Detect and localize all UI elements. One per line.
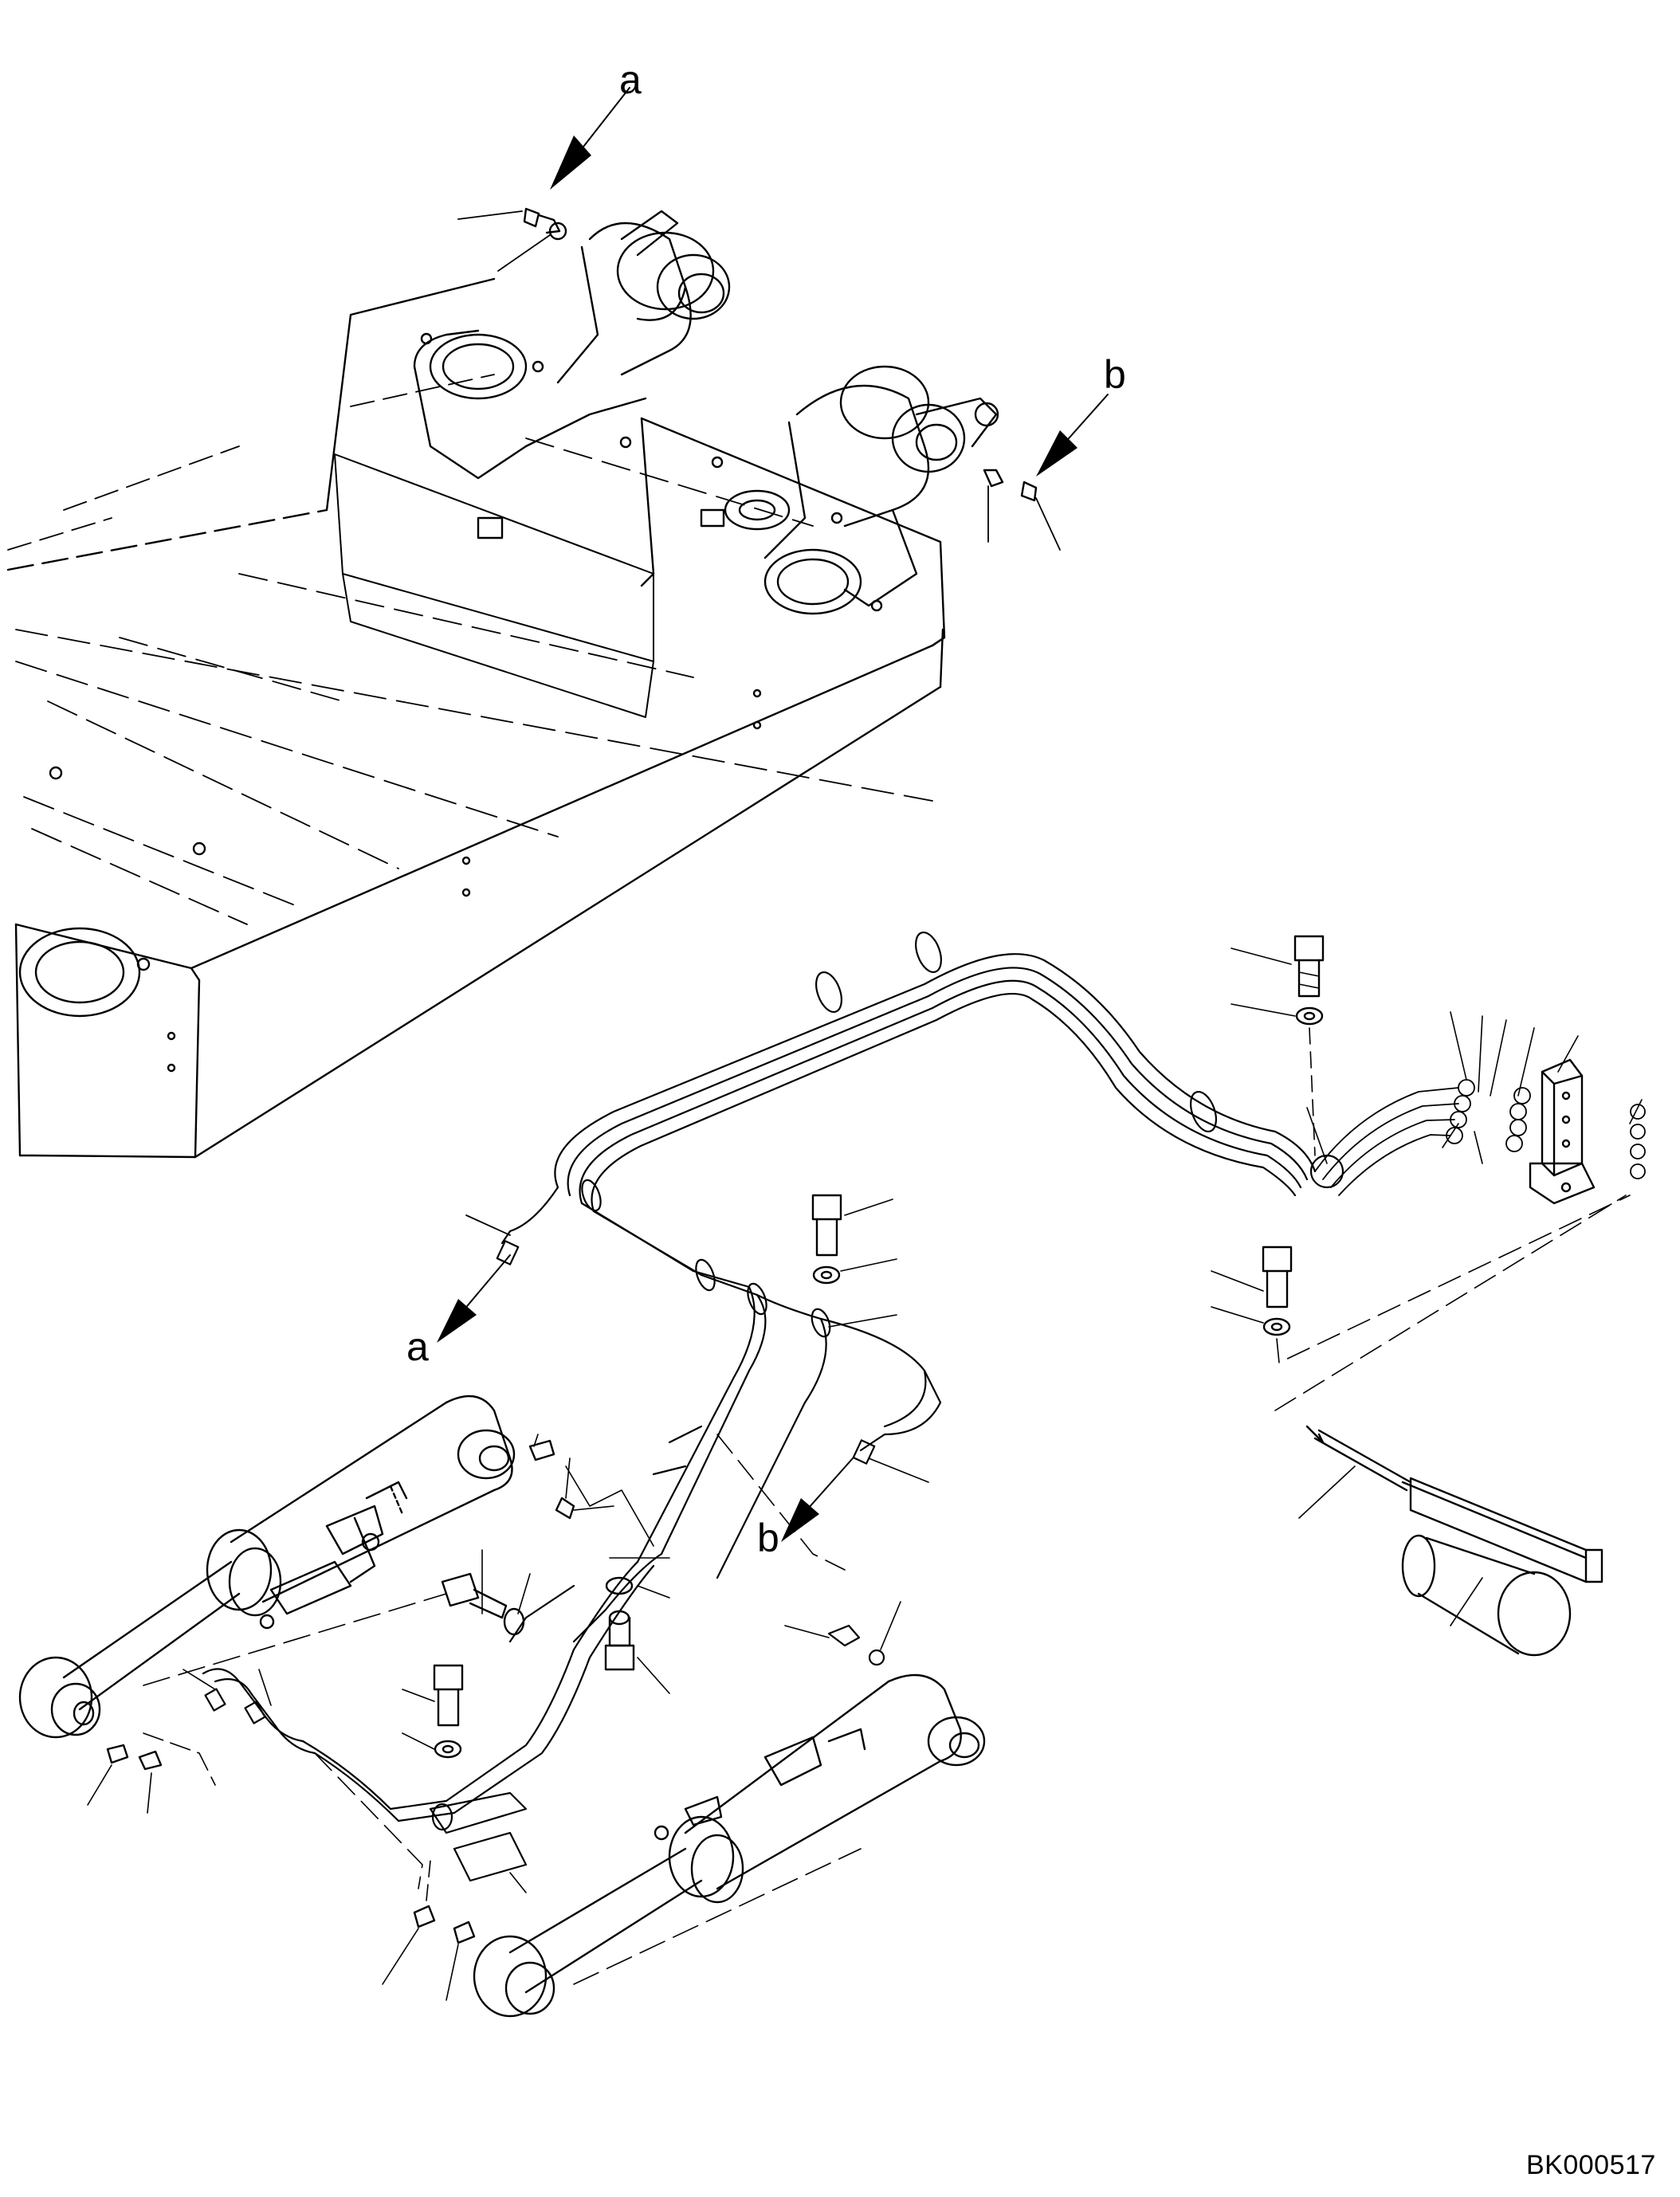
- bolt-washer-bottom-center: [402, 1557, 670, 1759]
- connector-label-a-top: a: [619, 57, 642, 102]
- grease-fitting-right-cylinder: [382, 1860, 476, 2001]
- grease-block: [1306, 1011, 1646, 1205]
- connector-label-b-bottom: b: [757, 1516, 779, 1560]
- grease-fitting-left-cylinder: [87, 1732, 216, 1814]
- cylinder-left: [18, 1395, 654, 1739]
- right-hose-pair: [652, 1369, 942, 1666]
- drawing-code: BK000517: [1526, 2150, 1656, 2180]
- cylinder-right: [473, 1673, 986, 2018]
- arrow-a-bottom: [437, 1254, 511, 1343]
- bolt-washer-center: [811, 1194, 897, 1328]
- bolt-washer-right-lower: [1211, 1195, 1631, 1363]
- arrow-b-top: [1036, 394, 1109, 477]
- grease-gun: [1274, 1195, 1627, 1657]
- grease-fitting-top-a: [457, 207, 567, 272]
- hose-bundle: [465, 932, 1344, 1579]
- bolt-washer-mid-left: [441, 1549, 531, 1636]
- arrow-a-top: [550, 87, 630, 190]
- grease-fitting-cylinder-top: [528, 1434, 614, 1520]
- connector-label-b-top: b: [1104, 352, 1126, 397]
- arrow-b-bottom: [781, 1457, 854, 1542]
- main-frame: [6, 210, 999, 1159]
- grease-fitting-top-b: [983, 469, 1061, 551]
- lower-hose-pair: [183, 1552, 663, 1893]
- bolt-washer-upper-right: [1231, 935, 1325, 1156]
- connector-label-a-bottom: a: [406, 1324, 429, 1369]
